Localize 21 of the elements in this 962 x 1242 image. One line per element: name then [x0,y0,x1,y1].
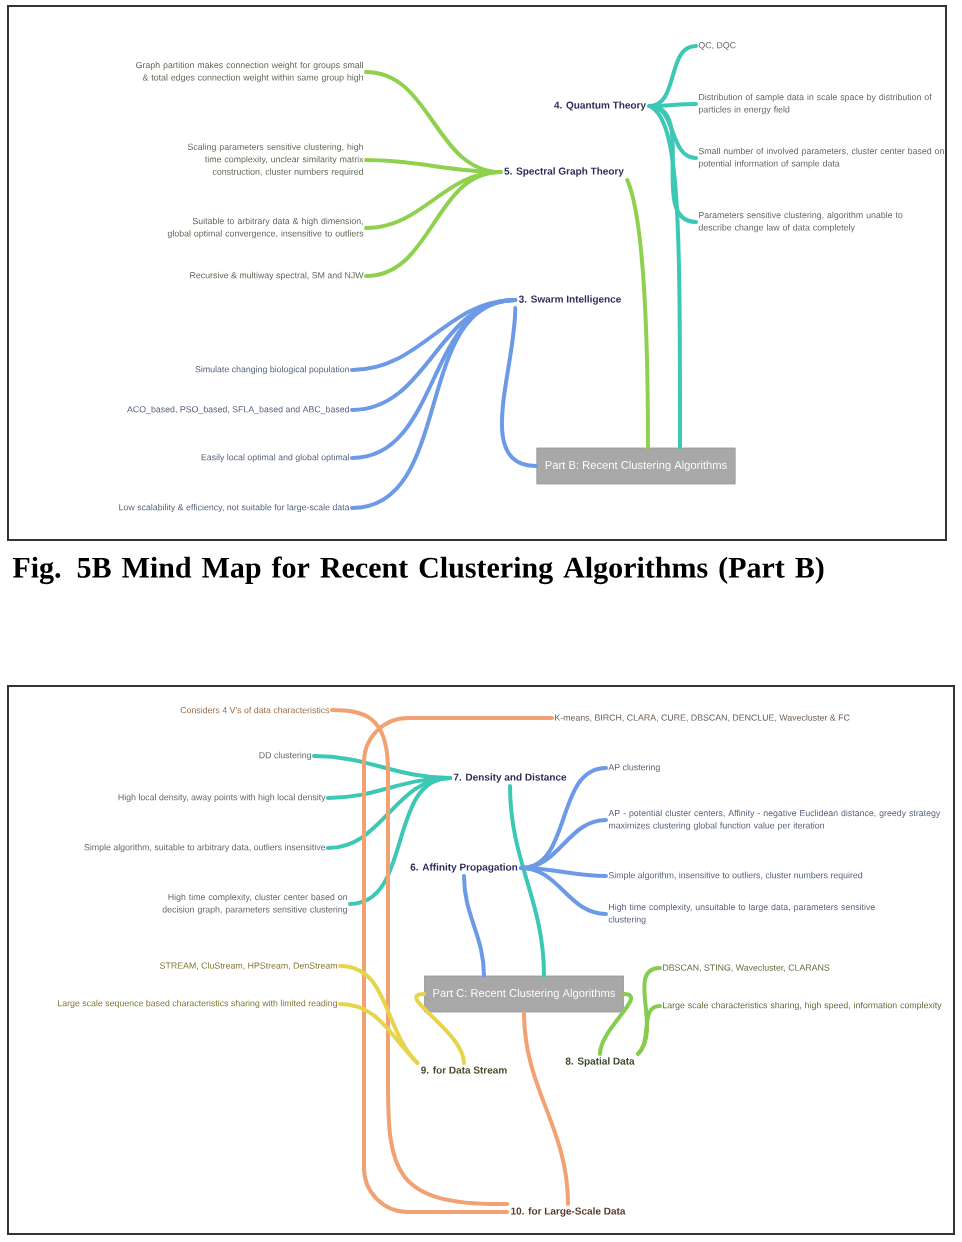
branch-line [519,866,608,916]
branch-line [462,874,486,978]
branch-line [414,992,466,1065]
branch-line [636,1004,662,1056]
branch-line [598,992,633,1056]
branch-line [625,178,650,450]
branch-line [499,306,539,468]
branch-line [647,104,698,160]
branch-line [338,1002,420,1065]
branch-line [647,104,682,450]
branch-line [330,708,510,1206]
branch-line [508,784,546,978]
branch-line [348,776,452,906]
branch-line [647,44,698,108]
figure-caption: Fig. 5B Mind Map for Recent Clustering Algorithms (Part B) [12,556,824,585]
branch-line [350,298,518,510]
branch-line [362,716,554,1214]
branch-line [522,1010,570,1206]
branch-line [647,104,698,224]
branch-line [636,966,662,1056]
branch-line [364,170,503,278]
